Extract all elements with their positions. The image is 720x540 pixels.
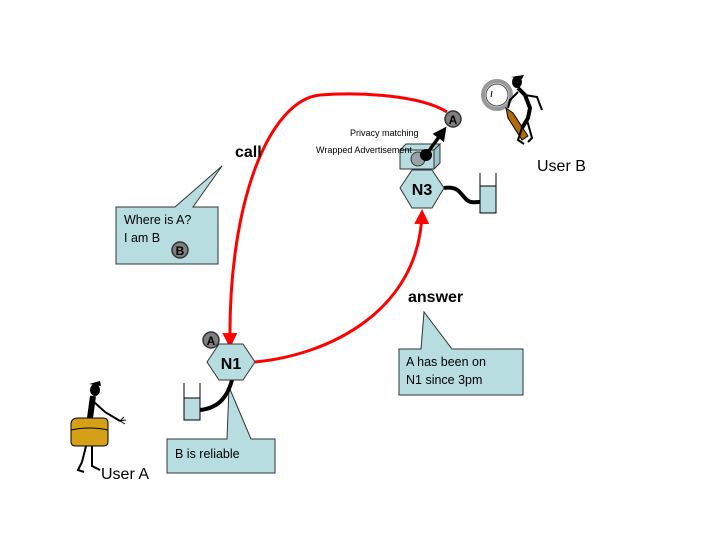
wrapped-advertisement-label: Wrapped Advertisement [316,145,412,155]
callout-line: A has been on [406,355,486,369]
badge-a-n1: A [202,331,220,349]
answer-arrow [254,209,430,364]
n3-storage-icon [479,173,497,214]
callout-answer: A has been on N1 since 3pm [398,310,524,396]
callout-line: N1 since 3pm [406,373,482,387]
match-arrow [424,126,447,157]
n1-storage-icon [183,383,201,421]
n1-link [199,379,234,412]
callout-reliable: B is reliable [166,386,276,474]
node-n1[interactable]: N1 [206,343,256,381]
callout-line: I am B [124,231,160,245]
svg-text:B: B [176,244,185,258]
badge-a-top: A [444,110,462,128]
svg-text:A: A [207,334,216,348]
callout-line: Where is A? [124,213,191,227]
node-n1-label: N1 [221,356,242,373]
svg-text:A: A [449,113,458,127]
call-arrow [222,92,448,348]
call-label: call [235,144,262,161]
node-n3[interactable]: N3 [399,169,445,209]
badge-b: B [171,241,189,259]
wrapped-advertisement-box [398,142,442,171]
node-n3-label: N3 [412,182,433,199]
privacy-matching-label: Privacy matching [350,128,419,138]
callout-line: B is reliable [175,447,240,461]
user-b-figure-icon [481,75,543,145]
answer-label: answer [408,289,463,306]
n3-link [443,185,481,205]
user-b-label: User B [537,158,586,175]
user-a-label: User A [101,466,149,483]
callout-where-is-a: Where is A? I am B B [115,165,223,265]
user-a-figure-icon [70,381,127,473]
